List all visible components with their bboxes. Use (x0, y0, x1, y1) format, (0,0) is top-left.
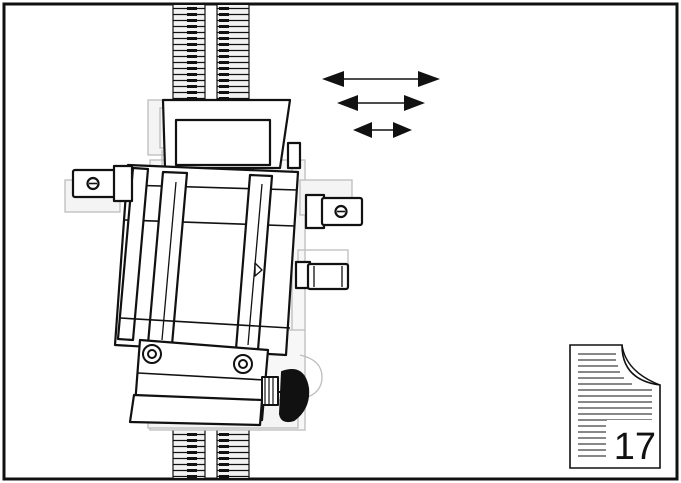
carriage-body (113, 98, 302, 427)
set-screw-left (142, 344, 162, 364)
adjustment-knob-left (71, 164, 134, 203)
clamping-knob (261, 369, 310, 423)
adjustment-knob-right (304, 193, 364, 230)
adjustment-knobs (71, 164, 364, 291)
motion-arrows (322, 71, 440, 138)
page-with-folded-corner-icon: 17 (569, 344, 661, 469)
medium-double-arrow (337, 95, 425, 111)
long-double-arrow (322, 71, 440, 87)
set-screw-right (233, 354, 253, 374)
adjustment-knob-middle (294, 260, 350, 291)
short-double-arrow (353, 122, 412, 138)
page-number: 17 (614, 426, 656, 468)
set-screws (142, 344, 253, 374)
